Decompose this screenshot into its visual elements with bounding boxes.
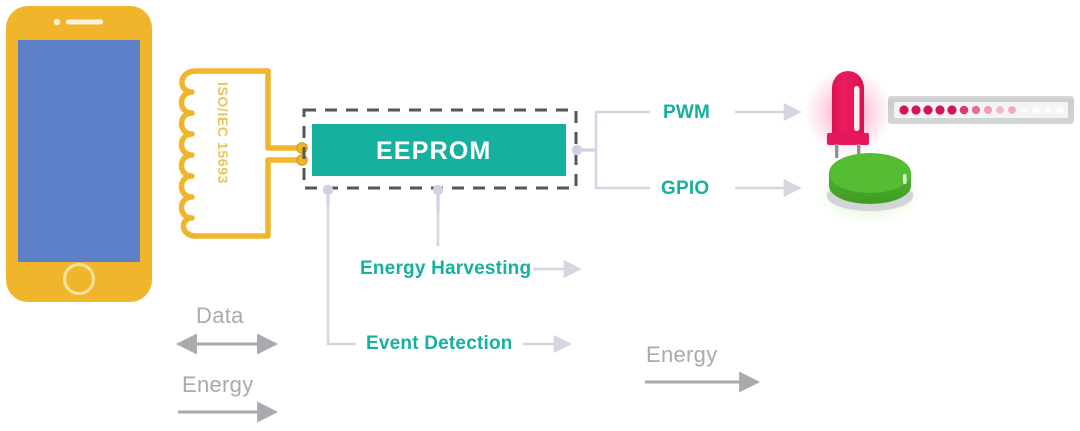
eeprom-label: EEPROM xyxy=(376,137,492,165)
flow-label-data: Data xyxy=(196,303,244,328)
flow-arrows xyxy=(175,333,761,423)
output-label-gpio[interactable]: GPIO xyxy=(661,178,710,199)
nfc-antenna-coil xyxy=(178,68,308,239)
feature-branch-lines xyxy=(326,205,582,354)
output-label-pwm[interactable]: PWM xyxy=(663,102,711,123)
flow-label-energy-right: Energy xyxy=(646,342,718,367)
eeprom-block[interactable] xyxy=(312,124,566,176)
led-lamp xyxy=(804,68,892,158)
led-strip-dots xyxy=(899,105,1064,115)
antenna-standard-label: ISO/IEC 15693 xyxy=(215,82,231,184)
led-strip xyxy=(888,96,1074,124)
flow-label-energy-left: Energy xyxy=(182,372,254,397)
output-branch-lines xyxy=(594,102,802,198)
feature-label-event-detection[interactable]: Event Detection xyxy=(366,333,513,354)
feature-label-energy-harvesting[interactable]: Energy Harvesting xyxy=(360,258,532,279)
green-actuator xyxy=(816,153,924,225)
chip-pins xyxy=(322,144,598,214)
smartphone xyxy=(6,6,152,302)
